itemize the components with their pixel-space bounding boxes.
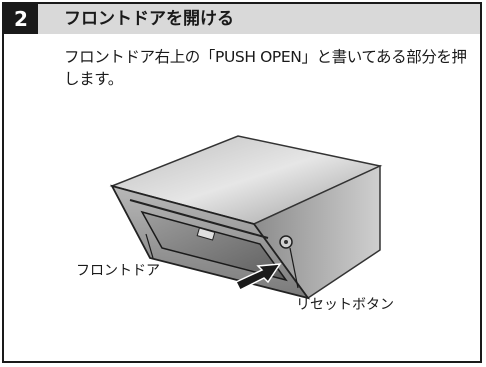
- step-header: 2 フロントドアを開ける: [4, 4, 480, 34]
- reset-button-callout: リセットボタン: [296, 297, 394, 313]
- step-title: フロントドアを開ける: [64, 9, 234, 29]
- instruction-panel: 2 フロントドアを開ける フロントドア右上の「PUSH OPEN」と書いてある部…: [2, 2, 482, 363]
- front-door: [140, 210, 288, 282]
- car-stereo-illustration: [109, 135, 383, 300]
- step-description: フロントドア右上の「PUSH OPEN」と書いてある部分を押します。: [64, 48, 467, 88]
- front-door-callout: フロントドア: [76, 263, 160, 279]
- push-arrow: [234, 263, 282, 292]
- step-number-badge: 2: [4, 4, 38, 34]
